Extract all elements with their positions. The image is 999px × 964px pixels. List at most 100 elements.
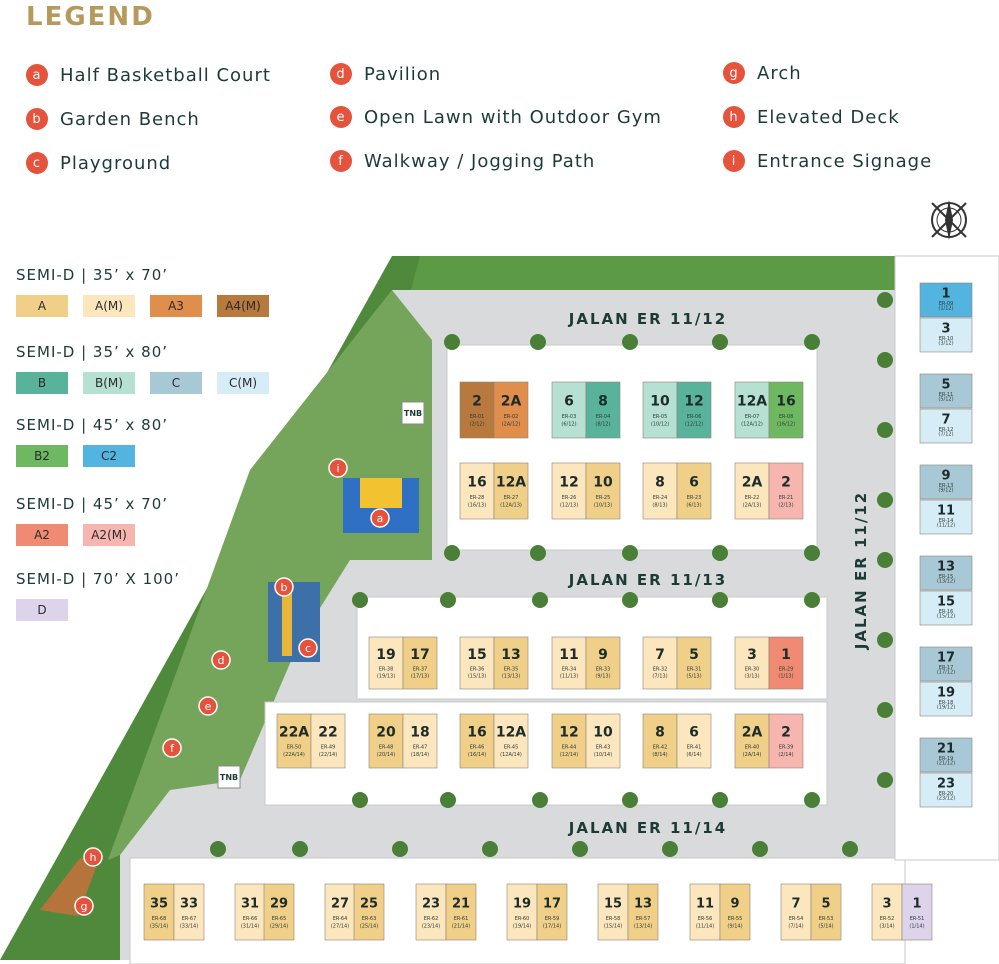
lot-number: 12A	[496, 725, 526, 741]
map-marker-i[interactable]: i	[328, 458, 348, 478]
marker-letter: b	[281, 581, 288, 594]
lot-er-54[interactable]: 7ER-54(7/14)	[780, 883, 812, 941]
map-marker-g[interactable]: g	[74, 896, 94, 916]
lot-shape	[493, 462, 529, 520]
lot-er-04[interactable]: 8ER-04(8/12)	[585, 381, 621, 439]
unit-type-swatch: A2(M)	[83, 524, 135, 546]
lot-code: ER-24	[653, 495, 668, 501]
map-marker-f[interactable]: f	[162, 738, 182, 758]
lot-number: 5	[941, 377, 950, 392]
lot-er-39[interactable]: 2ER-39(2/14)	[768, 713, 804, 769]
lot-er-29[interactable]: 1ER-29(1/13)	[768, 636, 804, 690]
lot-er-53[interactable]: 5ER-53(5/14)	[810, 883, 842, 941]
amenity-label: Playground	[60, 152, 172, 174]
lot-er-30[interactable]: 3ER-30(3/13)	[734, 636, 770, 690]
lot-er-24[interactable]: 8ER-24(8/13)	[642, 462, 678, 520]
amenity-marker-icon: b	[26, 108, 48, 130]
lot-address: (12/13)	[560, 503, 578, 509]
lot-er-32[interactable]: 7ER-32(7/13)	[642, 636, 678, 690]
lot-er-33[interactable]: 9ER-33(9/13)	[585, 636, 621, 690]
lot-er-01[interactable]: 2ER-01(2/12)	[459, 381, 495, 439]
lot-er-21[interactable]: 2ER-21(2/13)	[768, 462, 804, 520]
lot-er-41[interactable]: 6ER-41(6/14)	[676, 713, 712, 769]
lot-er-23[interactable]: 6ER-23(6/13)	[676, 462, 712, 520]
lot-address: (20/14)	[377, 752, 395, 758]
lot-er-42[interactable]: 8ER-42(8/14)	[642, 713, 678, 769]
lot-address: (15/14)	[604, 924, 622, 930]
map-marker-a[interactable]: a	[370, 508, 390, 528]
lot-er-03[interactable]: 6ER-03(6/12)	[551, 381, 587, 439]
lot-er-09[interactable]: 1ER-09(1/12)	[919, 282, 973, 318]
lot-address: (35/14)	[150, 924, 168, 930]
lot-code: ER-60	[515, 916, 530, 922]
lot-er-13[interactable]: 9ER-13(9/12)	[919, 464, 973, 500]
lot-er-51[interactable]: 1ER-51(1/14)	[901, 883, 933, 941]
lot-er-31[interactable]: 5ER-31(5/13)	[676, 636, 712, 690]
lot-address: (12/12)	[685, 422, 703, 428]
map-marker-b[interactable]: b	[274, 577, 294, 597]
tree-icon	[877, 422, 893, 438]
lot-er-10[interactable]: 3ER-10(3/12)	[919, 317, 973, 353]
lot-er-52[interactable]: 3ER-52(3/14)	[871, 883, 903, 941]
map-marker-d[interactable]: d	[211, 650, 231, 670]
amenity-marker-icon: a	[26, 64, 48, 86]
lot-er-11[interactable]: 5ER-11(5/12)	[919, 373, 973, 409]
lot-shape	[810, 883, 842, 941]
lot-er-12[interactable]: 7ER-12(7/12)	[919, 408, 973, 444]
lot-shape	[493, 636, 529, 690]
lot-number: 29	[270, 897, 288, 912]
lot-code: ER-27	[504, 495, 519, 501]
map-marker-h[interactable]: h	[83, 847, 103, 867]
lot-number: 21	[937, 741, 955, 756]
lot-er-55[interactable]: 9ER-55(9/14)	[719, 883, 751, 941]
lot-address: (8/14)	[652, 752, 667, 758]
lot-address: (15/13)	[468, 674, 486, 680]
map-marker-c[interactable]: c	[298, 638, 318, 658]
map-marker-e[interactable]: e	[198, 696, 218, 716]
